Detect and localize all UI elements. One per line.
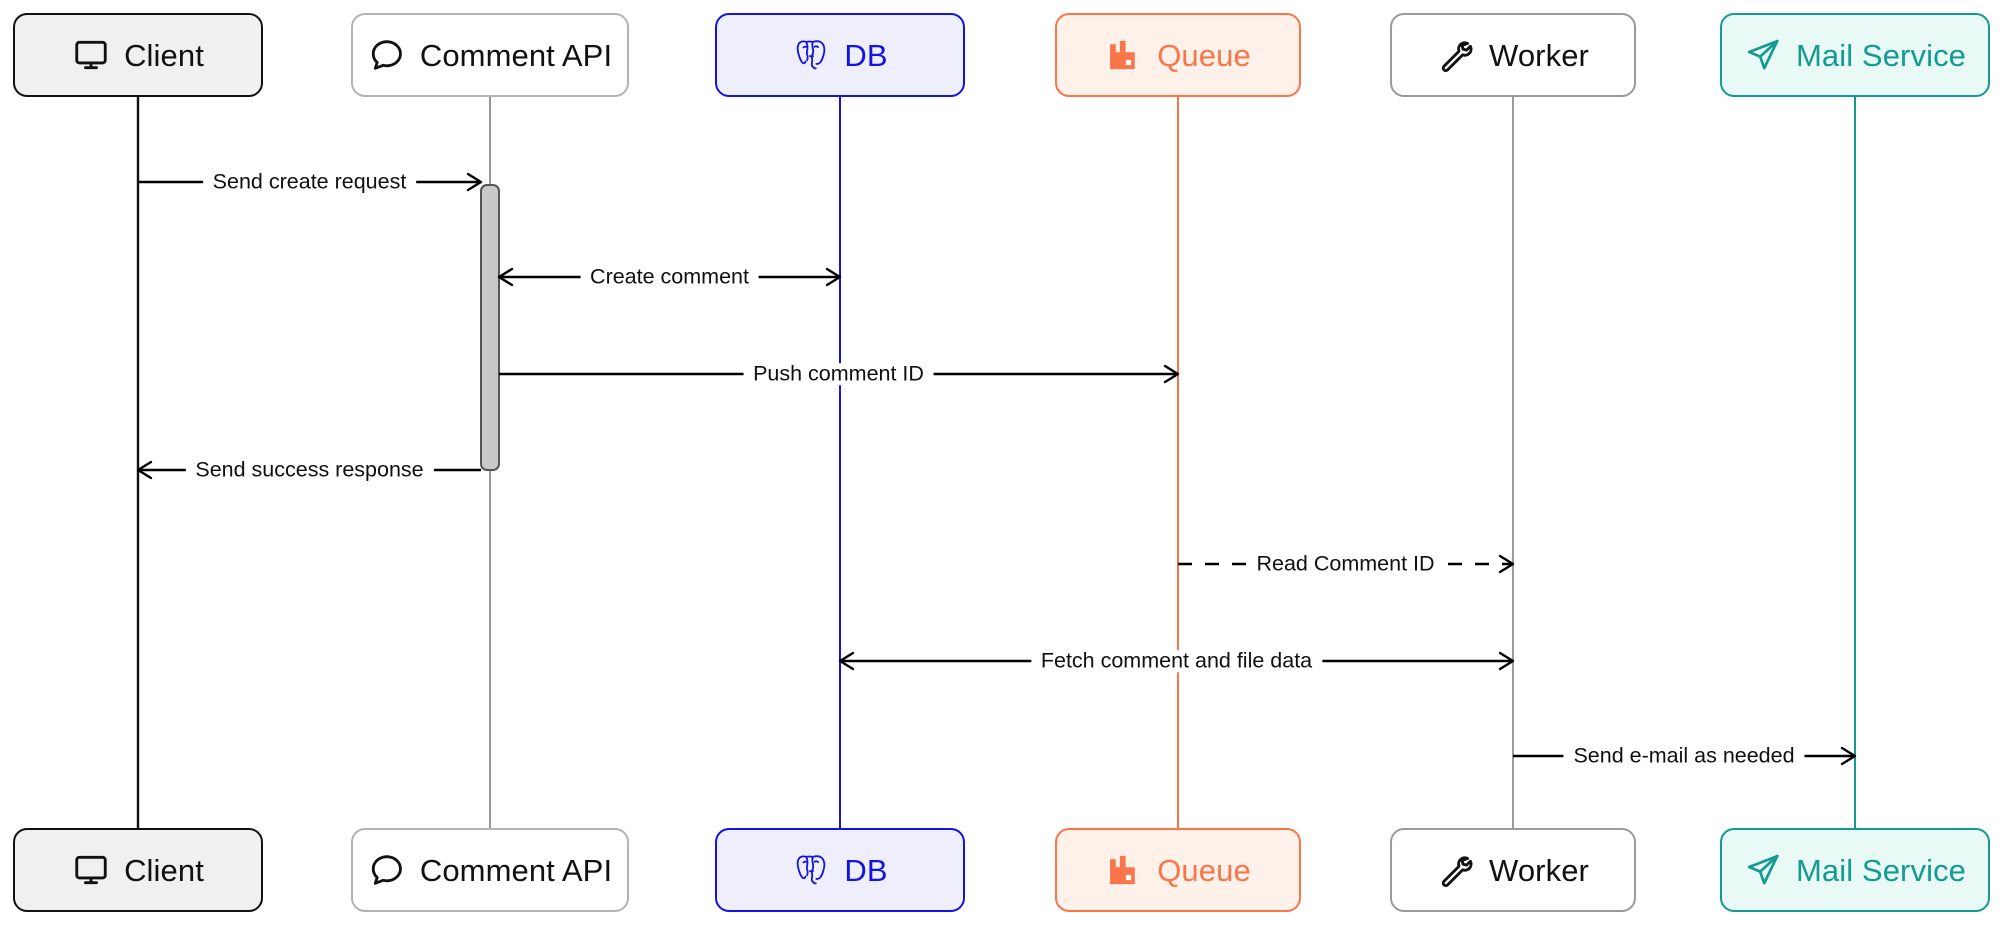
chat-bubble-icon — [368, 36, 406, 74]
activations-layer — [480, 184, 500, 471]
monitor-icon — [72, 36, 110, 74]
participant-bottom-db[interactable]: DB — [715, 828, 965, 912]
postgresql-elephant-icon — [792, 36, 830, 74]
wrench-icon — [1437, 36, 1475, 74]
comment-api-activation — [480, 184, 500, 471]
message-label-create-comment: Create comment — [580, 266, 759, 288]
paper-plane-icon — [1744, 851, 1782, 889]
message-label-send-email-as-needed: Send e-mail as needed — [1563, 745, 1805, 767]
participant-top-client[interactable]: Client — [13, 13, 263, 97]
participant-label: Comment API — [419, 37, 613, 73]
bullmq-box-icon — [1105, 36, 1143, 74]
participant-top-comment-api[interactable]: Comment API — [351, 13, 629, 97]
wrench-icon — [1437, 851, 1475, 889]
message-label-fetch-comment-and-file-data: Fetch comment and file data — [1030, 650, 1323, 672]
bullmq-box-icon — [1105, 851, 1143, 889]
participant-bottom-worker[interactable]: Worker — [1390, 828, 1636, 912]
paper-plane-icon — [1744, 36, 1782, 74]
participant-label: Queue — [1157, 852, 1251, 888]
message-label-push-comment-id: Push comment ID — [743, 363, 934, 385]
participant-label: Mail Service — [1795, 37, 1967, 73]
participant-label: DB — [844, 852, 888, 888]
participant-label: Client — [124, 37, 204, 73]
participant-bottom-comment-api[interactable]: Comment API — [351, 828, 629, 912]
participant-label: Worker — [1489, 37, 1589, 73]
participant-top-queue[interactable]: Queue — [1055, 13, 1301, 97]
participant-label: Mail Service — [1795, 852, 1967, 888]
participant-top-mail-service[interactable]: Mail Service — [1720, 13, 1990, 97]
participant-bottom-mail-service[interactable]: Mail Service — [1720, 828, 1990, 912]
message-label-read-comment-id: Read Comment ID — [1246, 553, 1445, 575]
chat-bubble-icon — [368, 851, 406, 889]
participant-label: Worker — [1489, 852, 1589, 888]
participant-top-db[interactable]: DB — [715, 13, 965, 97]
message-label-send-success-response: Send success response — [185, 459, 434, 481]
participant-label: Comment API — [419, 852, 613, 888]
participant-bottom-client[interactable]: Client — [13, 828, 263, 912]
message-label-send-create-request: Send create request — [202, 171, 417, 193]
participant-label: Queue — [1157, 37, 1251, 73]
participant-bottom-queue[interactable]: Queue — [1055, 828, 1301, 912]
participant-label: Client — [124, 852, 204, 888]
participant-top-worker[interactable]: Worker — [1390, 13, 1636, 97]
postgresql-elephant-icon — [792, 851, 830, 889]
participant-label: DB — [844, 37, 888, 73]
monitor-icon — [72, 851, 110, 889]
